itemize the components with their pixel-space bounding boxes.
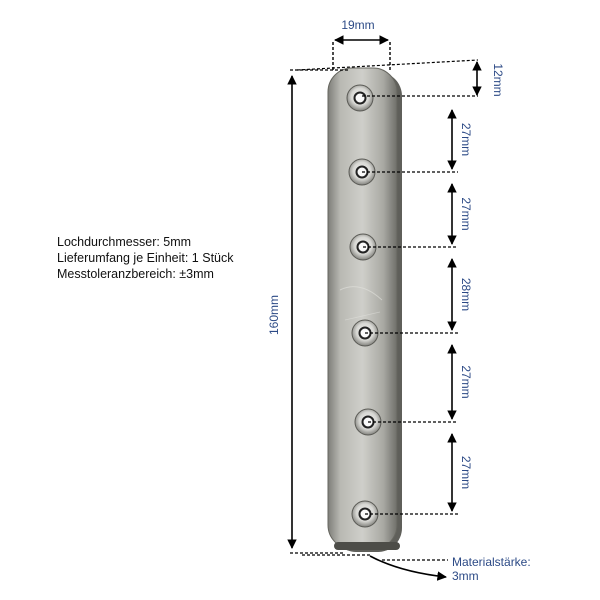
hole-spacing-label: 28mm (459, 278, 473, 311)
hole-spacing-label: 27mm (459, 365, 473, 398)
metal-plate (327, 67, 398, 550)
spec-hole-diameter: Lochdurchmesser: 5mm (57, 235, 192, 249)
hole-spacing-label: 27mm (459, 123, 473, 156)
hole-bore (353, 91, 367, 105)
plate-bottom-edge (334, 542, 400, 550)
hole-spacing-label: 27mm (459, 197, 473, 230)
thickness-label: Materialstärke: (452, 555, 531, 569)
hole-spacing-group: 27mm 27mm 28mm 27mm 27mm (362, 109, 473, 515)
length-label: 160mm (267, 295, 281, 335)
spec-delivery-scope: Lieferumfang je Einheit: 1 Stück (57, 251, 234, 265)
spec-measurement-tolerance: Messtoleranzbereich: ±3mm (57, 267, 214, 281)
top-offset-extension-top (296, 59, 479, 71)
spec-list: Lochdurchmesser: 5mm Lieferumfang je Ein… (57, 234, 234, 282)
hole-spacing-label: 27mm (459, 456, 473, 489)
surface-scratch (339, 286, 383, 301)
surface-scratch (344, 311, 381, 321)
top-offset-label: 12mm (491, 63, 505, 96)
thickness-arrow (369, 555, 447, 581)
width-label: 19mm (341, 18, 374, 32)
thickness-value: 3mm (452, 569, 479, 583)
